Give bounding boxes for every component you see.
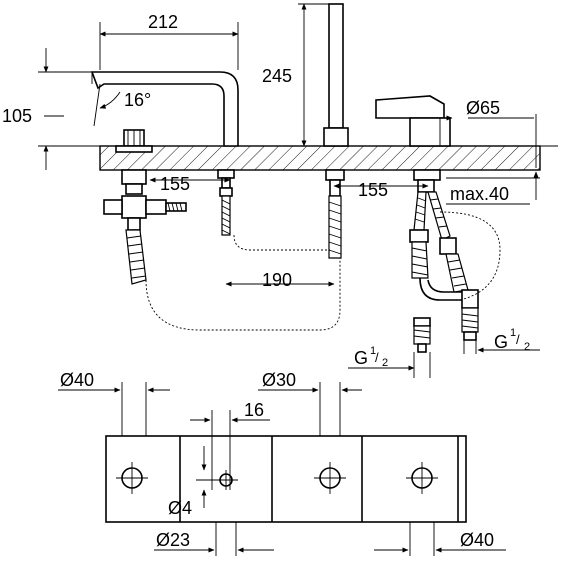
angle-16: 16° bbox=[124, 90, 151, 110]
g-thread-left: G bbox=[354, 348, 368, 368]
dim-d30: Ø30 bbox=[262, 370, 296, 390]
dim-d40-top: Ø40 bbox=[60, 370, 94, 390]
g-thread-right-den: 2 bbox=[524, 341, 530, 353]
dim-155-right: 155 bbox=[358, 180, 388, 200]
dim-155-left: 155 bbox=[160, 174, 190, 194]
g-thread-left-den: 2 bbox=[382, 357, 388, 369]
dim-d65: Ø65 bbox=[466, 98, 500, 118]
plan-view: Ø40 Ø30 16 Ø4 Ø23 Ø40 bbox=[58, 370, 506, 556]
elevation-view: 212 245 105 16° Ø65 155 155 max.40 bbox=[2, 3, 558, 378]
dim-max40: max.40 bbox=[450, 184, 509, 204]
dim-245: 245 bbox=[262, 66, 292, 86]
g-thread-right-slash: / bbox=[516, 332, 520, 347]
deck-plate bbox=[99, 145, 541, 171]
hose-route-shower bbox=[233, 234, 330, 251]
hose-route-mixer bbox=[439, 211, 501, 301]
g-thread-left-num: 1 bbox=[370, 345, 376, 357]
hose-route-spout bbox=[145, 258, 341, 331]
dim-d40-bottom: Ø40 bbox=[460, 530, 494, 550]
g-thread-right-num: 1 bbox=[510, 327, 516, 339]
hand-shower bbox=[323, 3, 349, 259]
dim-d4: Ø4 bbox=[168, 498, 192, 518]
spout bbox=[90, 71, 239, 236]
dim-16: 16 bbox=[244, 400, 264, 420]
mixer bbox=[375, 95, 479, 353]
g-thread-left-slash: / bbox=[375, 350, 379, 365]
g-thread-right: G bbox=[494, 332, 508, 352]
dim-d23: Ø23 bbox=[156, 530, 190, 550]
dim-212: 212 bbox=[148, 12, 178, 32]
dim-105: 105 bbox=[2, 106, 32, 126]
dim-190: 190 bbox=[262, 270, 292, 290]
